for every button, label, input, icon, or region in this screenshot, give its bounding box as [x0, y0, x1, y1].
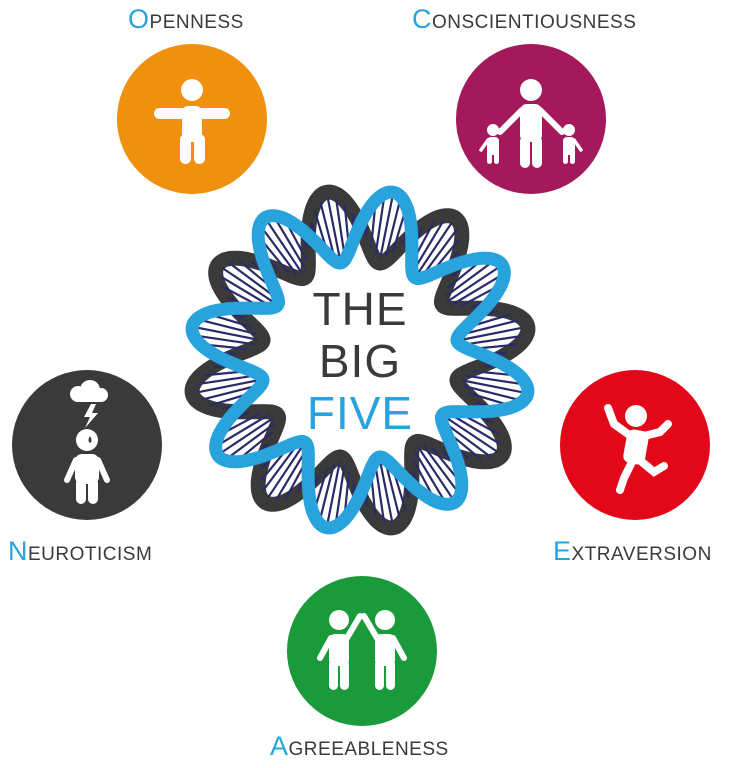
label-neuroticism: Neuroticism: [8, 536, 153, 566]
neuroticism-circle: [12, 370, 162, 520]
helix-rung: [379, 197, 394, 258]
helix-rung: [261, 445, 298, 492]
helix-rung: [275, 219, 307, 270]
helix-rung: [446, 267, 499, 303]
agreeableness-circle: [287, 576, 437, 726]
helix-rung: [374, 198, 386, 255]
helix-blue-strand: [185, 185, 535, 535]
helix-rung: [465, 334, 522, 346]
helix-rung: [319, 463, 336, 519]
two-children-high-five-icon: [317, 610, 407, 690]
helix-rung: [334, 465, 346, 522]
helix-rung: [450, 275, 501, 307]
helix-rung: [422, 228, 459, 275]
label-openness: Openness: [128, 4, 244, 34]
label-agreeableness: Agreeableness: [270, 731, 449, 761]
helix-rung: [221, 417, 274, 453]
center-title: THE BIG FIVE: [306, 283, 414, 439]
helix-rung: [221, 267, 274, 303]
helix-rung: [463, 384, 519, 401]
helix-rung: [267, 221, 303, 274]
helix-rung: [228, 422, 275, 459]
helix-rung: [413, 219, 445, 270]
helix-rung: [198, 374, 255, 386]
openness-circle: [117, 44, 267, 194]
helix-rung: [417, 446, 453, 499]
helix-rung: [446, 417, 499, 453]
dna-helix-ring: [184, 184, 536, 536]
helix-rung: [326, 462, 341, 523]
helix-rung: [417, 221, 453, 274]
helix-rung: [463, 319, 519, 336]
person-arms-out-icon: [154, 79, 230, 164]
helix-rung: [219, 275, 270, 307]
helix-rung: [275, 450, 307, 501]
helix-rung: [445, 422, 492, 459]
helix-rung: [201, 319, 257, 336]
helix-rung: [384, 201, 401, 257]
extraversion-circle: [560, 370, 710, 520]
helix-rung: [197, 326, 258, 341]
label-conscientiousness: Conscientiousness: [412, 4, 637, 34]
person-under-storm-cloud-icon: [64, 380, 110, 504]
helix-rung: [462, 379, 523, 394]
helix-rung: [462, 326, 523, 341]
helix-rung: [379, 462, 394, 523]
adult-with-children-icon: [479, 79, 583, 168]
helix-rung: [413, 450, 445, 501]
helix-rung: [326, 197, 341, 258]
conscientiousness-circle: [456, 44, 606, 194]
helix-rung: [319, 201, 336, 257]
helix-rung: [422, 445, 459, 492]
helix-rung: [219, 413, 270, 445]
helix-rung: [267, 446, 303, 499]
helix-rung: [384, 463, 401, 519]
helix-rung: [197, 379, 258, 394]
label-extraversion: Extraversion: [553, 536, 712, 566]
helix-rung: [374, 465, 386, 522]
helix-rung: [445, 261, 492, 298]
helix-rung: [201, 384, 257, 401]
helix-rung: [198, 334, 255, 346]
helix-rung: [450, 413, 501, 445]
helix-rung: [228, 261, 275, 298]
helix-rung: [261, 228, 298, 275]
helix-rung: [465, 374, 522, 386]
jumping-person-icon: [604, 404, 672, 494]
helix-rung: [334, 198, 346, 255]
